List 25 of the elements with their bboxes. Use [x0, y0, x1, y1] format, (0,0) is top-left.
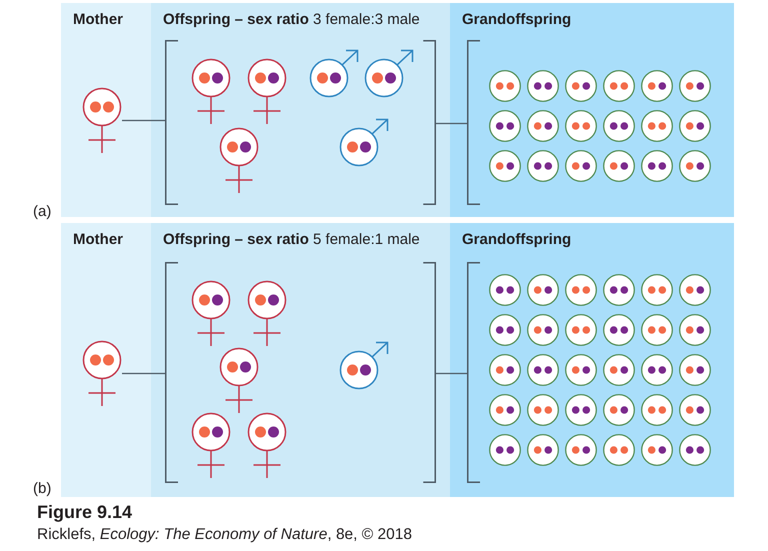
column-heading: Mother	[73, 11, 123, 29]
bracket	[165, 40, 436, 205]
column-heading: Mother	[73, 231, 123, 249]
shaded-panel	[450, 223, 734, 497]
shaded-panel	[151, 3, 450, 217]
connector-line	[436, 372, 467, 374]
bracket	[467, 40, 480, 205]
shaded-panel	[61, 223, 151, 497]
panel-label: (a)	[33, 203, 52, 221]
shaded-panel	[61, 3, 151, 217]
shaded-panel	[450, 3, 734, 217]
panel-label: (b)	[33, 480, 52, 498]
bracket	[467, 262, 480, 483]
connector-line	[436, 122, 467, 124]
column-heading: Offspring – sex ratio 5 female:1 male	[163, 231, 420, 249]
connector-line	[122, 372, 165, 374]
connector-line	[122, 120, 165, 122]
column-heading: Offspring – sex ratio 3 female:3 male	[163, 11, 420, 29]
figure-caption: Figure 9.14 Ricklefs, Ecology: The Economy of Nature, 8e, © 2018	[37, 501, 412, 545]
shaded-panel	[151, 223, 450, 497]
bracket	[165, 262, 436, 483]
column-heading: Grandoffspring	[462, 231, 572, 249]
female-symbol-icon	[82, 340, 122, 406]
column-heading: Grandoffspring	[462, 11, 572, 29]
female-symbol-icon	[82, 87, 122, 153]
